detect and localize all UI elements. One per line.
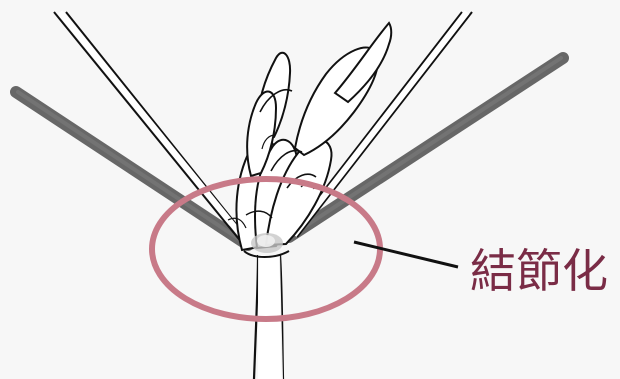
nodule-label: 結節化 xyxy=(470,248,608,294)
